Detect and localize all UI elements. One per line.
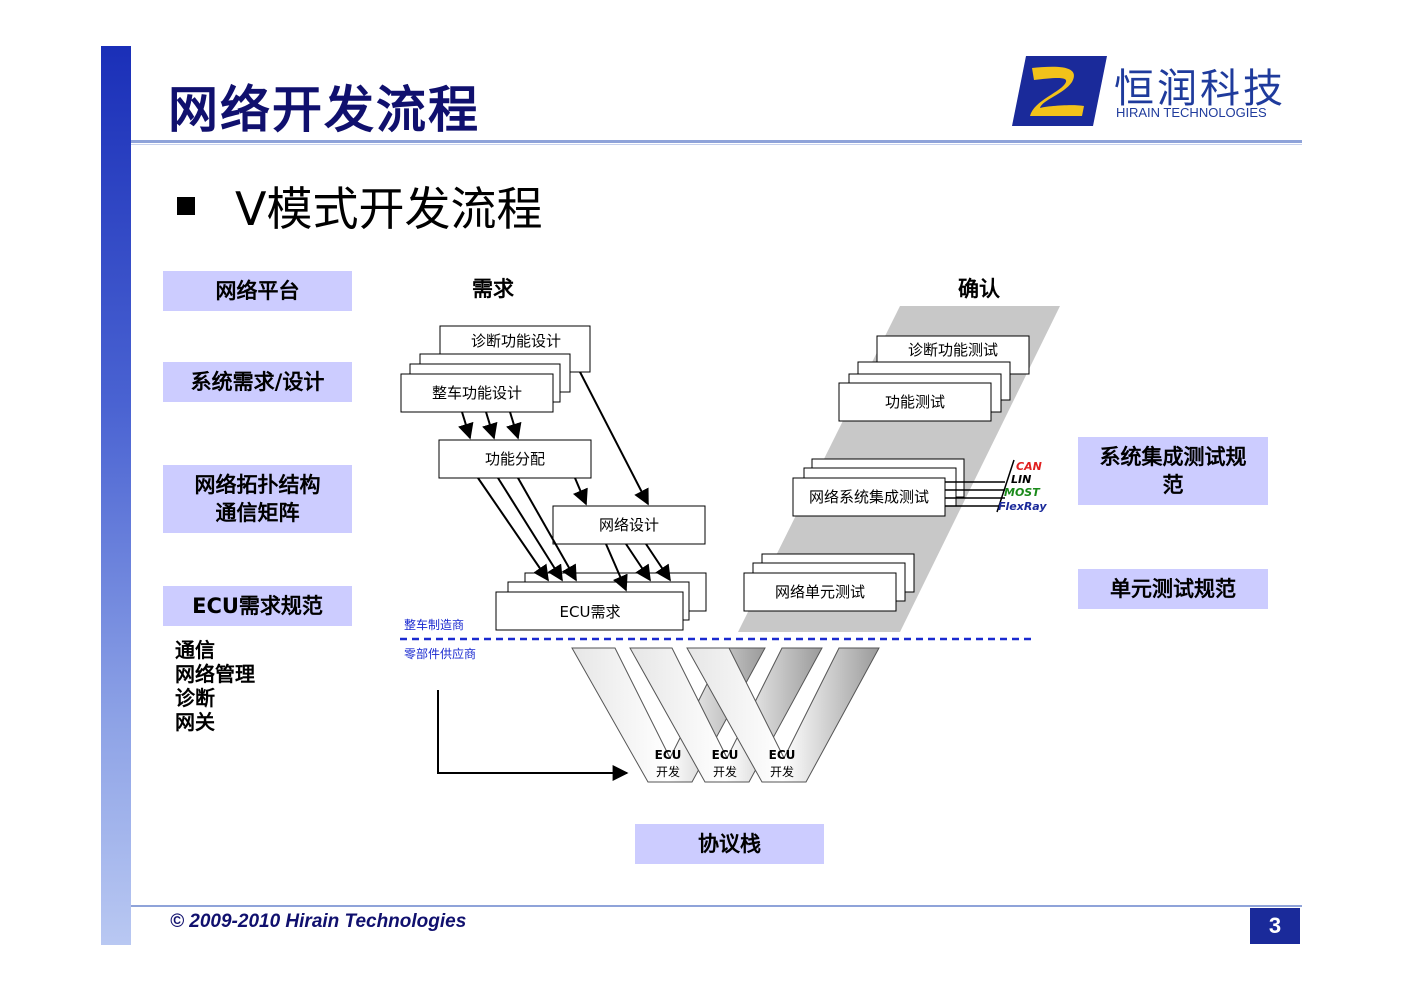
network-design-label: 网络设计 — [599, 516, 659, 534]
network-platform-box: 网络平台 — [163, 271, 352, 311]
ecu-dev-v2-ecu-label: ECU — [712, 748, 739, 762]
sys-integration-line2: 范 — [1162, 473, 1184, 497]
topology-line2: 通信矩阵 — [215, 501, 300, 525]
network-design-box: 网络设计 — [552, 505, 706, 545]
sys-integration-line1: 系统集成测试规 — [1099, 445, 1247, 469]
unit-test-spec-box: 单元测试规范 — [1078, 569, 1268, 609]
hirain-logo-icon — [1012, 56, 1107, 126]
logo-name: 恒润科技 — [1114, 66, 1286, 112]
diag-design-label: 诊断功能设计 — [471, 332, 561, 350]
left-item-gateway: 网关 — [175, 710, 215, 734]
left-item-communication: 通信 — [175, 638, 215, 662]
system-requirements-box: 系统需求/设计 — [163, 362, 352, 402]
page-number: 3 — [1250, 908, 1300, 944]
topology-line1: 网络拓扑结构 — [194, 473, 321, 497]
bullet-square-icon — [177, 197, 195, 215]
requirements-heading: 需求 — [472, 277, 514, 301]
oem-label: 整车制造商 — [404, 617, 464, 632]
bus-most-label: MOST — [1004, 486, 1041, 499]
protocol-stack-box: 协议栈 — [635, 824, 824, 864]
footer-divider — [131, 905, 1302, 907]
section-subtitle: V模式开发流程 — [235, 182, 543, 236]
function-allocation-label: 功能分配 — [485, 450, 545, 468]
bus-flexray-label: FlexRay — [998, 500, 1047, 513]
system-integration-test-spec-box: 系统集成测试规 范 — [1078, 437, 1268, 505]
ecu-requirement-label: ECU需求 — [560, 603, 621, 621]
vehicle-design-label: 整车功能设计 — [432, 384, 522, 402]
function-test-box: 功能测试 — [838, 382, 992, 422]
network-integration-test-stack: 网络系统集成测试 — [792, 458, 965, 517]
title-divider-thin — [131, 144, 1302, 145]
ecu-dev-v1-ecu-label: ECU — [655, 748, 682, 762]
network-unit-test-stack: 网络单元测试 — [743, 553, 915, 612]
bus-can-label: CAN — [1016, 460, 1042, 473]
validation-heading: 确认 — [958, 277, 1000, 301]
v-model-diagram: 需求 确认 诊断功能设计 整车功能设计 功能分配 网络设计 ECU需求 — [400, 277, 1060, 783]
sidebar-bar — [101, 46, 131, 945]
vehicle-design-box: 整车功能设计 — [400, 373, 554, 413]
network-integration-test-label: 网络系统集成测试 — [809, 488, 929, 506]
function-test-label: 功能测试 — [885, 393, 945, 411]
ecu-dev-v3: ECU 开发 — [686, 647, 880, 783]
logo-subtitle: HIRAIN TECHNOLOGIES — [1116, 105, 1267, 120]
ecu-dev-v3-dev-label: 开发 — [770, 764, 794, 779]
bus-lin-label: LIN — [1011, 473, 1031, 486]
left-item-diagnostics: 诊断 — [175, 686, 215, 710]
ecu-requirement-stack: ECU需求 — [495, 572, 707, 631]
left-item-network-management: 网络管理 — [175, 662, 255, 686]
supplier-label: 零部件供应商 — [404, 646, 476, 661]
bus-lines — [945, 459, 1015, 513]
ecu-dev-v2: ECU 开发 — [629, 647, 823, 783]
ecu-dev-v3-ecu-label: ECU — [769, 748, 796, 762]
function-allocation-box: 功能分配 — [438, 439, 592, 479]
ecu-dev-v2-dev-label: 开发 — [713, 764, 737, 779]
page-title: 网络开发流程 — [168, 81, 480, 139]
title-divider — [131, 140, 1302, 143]
supplier-flow-arrow — [437, 690, 629, 781]
copyright: © 2009-2010 Hirain Technologies — [170, 911, 467, 932]
requirement-flow-arrows — [458, 371, 671, 592]
topology-box: 网络拓扑结构 通信矩阵 — [163, 465, 352, 533]
network-unit-test-label: 网络单元测试 — [775, 583, 865, 601]
diag-test-label: 诊断功能测试 — [908, 341, 998, 359]
ecu-dev-v1-dev-label: 开发 — [656, 764, 680, 779]
ecu-requirement-spec-box: ECU需求规范 — [163, 586, 352, 626]
